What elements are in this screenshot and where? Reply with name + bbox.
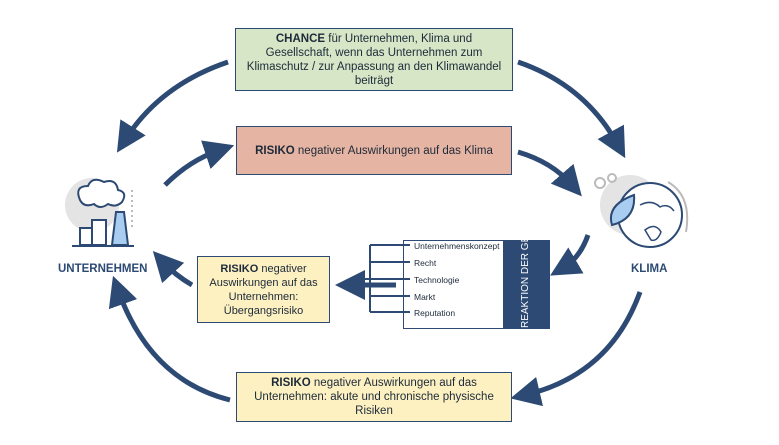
risk-physical-box: RISIKO negativer Auswirkungen auf das Un… bbox=[236, 372, 512, 422]
risk-transition-box: RISIKO negativer Auswirkungen auf das Un… bbox=[197, 256, 330, 323]
arrow-company-to-risk-climate bbox=[163, 140, 235, 187]
company-icon bbox=[65, 178, 134, 247]
risk-climate-text: negativer Auswirkungen auf das Klima bbox=[294, 144, 493, 157]
reaction-box: Unternehmenskonzept Recht Technologie Ma… bbox=[403, 171, 550, 329]
arrow-physical-to-company bbox=[108, 275, 231, 403]
risk-transition-text: negativer Auswirkungen auf das Unternehm… bbox=[209, 262, 318, 317]
climate-icon bbox=[594, 173, 689, 248]
risk-label: RISIKO bbox=[255, 144, 295, 157]
risk-label: RISIKO bbox=[220, 262, 259, 275]
company-label: UNTERNEHMEN bbox=[58, 263, 148, 275]
risk-climate-box: RISIKO negativer Auswirkungen auf das Kl… bbox=[236, 126, 512, 175]
reaction-item: Reputation bbox=[414, 308, 456, 318]
arrow-climate-to-reaction bbox=[550, 234, 591, 276]
chance-text: für Unternehmen, Klima und Gesellschaft,… bbox=[246, 32, 502, 87]
chance-box: CHANCE für Unternehmen, Klima und Gesell… bbox=[235, 28, 513, 91]
climate-label: KLIMA bbox=[631, 263, 668, 275]
risk-physical-text: negativer Auswirkungen auf das Unternehm… bbox=[254, 377, 494, 417]
risk-label: RISIKO bbox=[271, 377, 311, 389]
arrow-risk-climate-to-climate bbox=[517, 149, 582, 197]
arrow-company-to-chance bbox=[116, 59, 229, 153]
arrow-transition-to-company bbox=[152, 250, 194, 288]
reaction-item: Recht bbox=[414, 258, 437, 268]
reaction-title-bar: REAKTION DER GESELLSCHAFT bbox=[503, 171, 549, 328]
reaction-item: Markt bbox=[414, 292, 436, 302]
arrow-climate-to-physical bbox=[510, 291, 643, 407]
reaction-item: Technologie bbox=[414, 275, 460, 285]
chance-label: CHANCE bbox=[275, 32, 326, 45]
arrow-chance-to-climate bbox=[517, 59, 626, 159]
reaction-item: Unternehmenskonzept bbox=[414, 241, 500, 251]
